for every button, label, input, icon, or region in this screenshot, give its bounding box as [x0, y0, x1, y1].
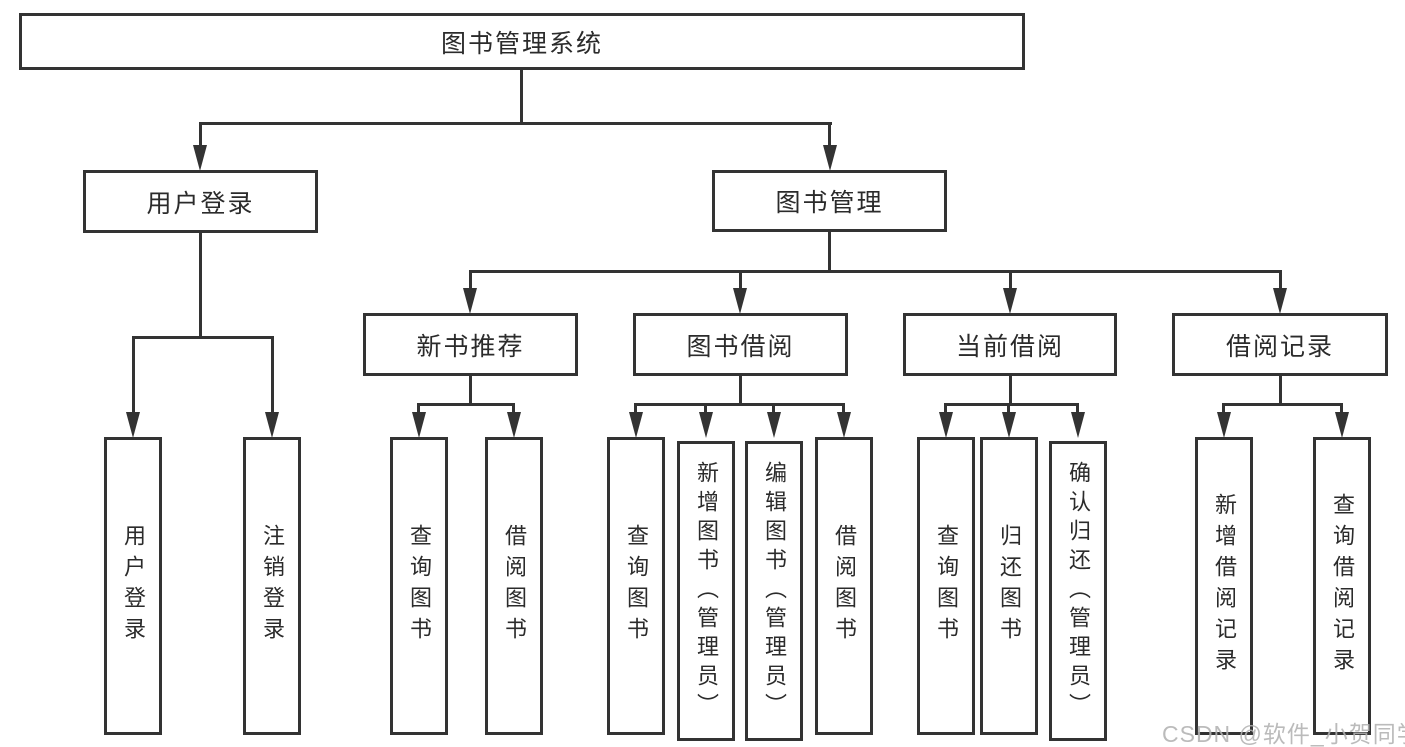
- arrow-down-icon: [733, 288, 747, 314]
- node-label: 当前借阅: [955, 332, 1064, 361]
- leaf-edit-book-admin: 编辑图书（管理员）: [745, 441, 803, 741]
- arrow-down-icon: [1071, 412, 1085, 438]
- node-label: 图书借阅: [686, 332, 795, 361]
- leaf-query-books: 查询图书: [390, 437, 448, 735]
- connector-drop-section: [1009, 270, 1012, 290]
- leaf-confirm-return-admin: 确认归还（管理员）: [1049, 441, 1107, 741]
- connector-section1-split: [418, 403, 515, 406]
- connector-drop-section: [739, 270, 742, 290]
- connector-user-login-split: [132, 336, 274, 339]
- arrow-down-icon: [939, 412, 953, 438]
- leaf-query-books: 查询图书: [917, 437, 975, 735]
- connector-drop-leaf: [944, 403, 947, 414]
- connector-drop-leaf: [1340, 403, 1343, 414]
- node-user-login: 用户登录: [83, 170, 318, 233]
- connector-section4-split: [1223, 403, 1343, 406]
- node-book-management: 图书管理: [712, 170, 947, 232]
- arrow-down-icon: [1003, 288, 1017, 314]
- connector-section3-split: [944, 403, 1079, 406]
- node-new-book-recommendation: 新书推荐: [363, 313, 578, 376]
- node-library-management-system: 图书管理系统: [19, 13, 1025, 70]
- node-label: 用户登录: [146, 189, 255, 218]
- arrow-down-icon: [265, 412, 279, 438]
- node-label: 图书管理系统: [440, 29, 603, 58]
- arrow-down-icon: [823, 145, 837, 171]
- connector-section4-trunk: [1279, 375, 1282, 405]
- connector-drop-leaf: [1076, 403, 1079, 414]
- node-label: 图书管理: [775, 189, 884, 217]
- leaf-borrow-books: 借阅图书: [815, 437, 873, 735]
- connector-drop-leaf: [512, 403, 515, 414]
- connector-section3-trunk: [1009, 375, 1012, 405]
- connector-drop-leaf: [772, 403, 775, 414]
- leaf-add-book-admin: 新增图书（管理员）: [677, 441, 735, 741]
- connector-section2-trunk: [739, 375, 742, 405]
- arrow-down-icon: [463, 288, 477, 314]
- arrow-down-icon: [1273, 288, 1287, 314]
- connector-drop-leaf: [704, 403, 707, 414]
- arrow-down-icon: [1217, 412, 1231, 438]
- leaf-user-login: 用户登录: [104, 437, 162, 735]
- connector-drop-section: [469, 270, 472, 290]
- arrow-down-icon: [193, 145, 207, 171]
- leaf-return-books: 归还图书: [980, 437, 1038, 735]
- node-label: 新书推荐: [416, 332, 525, 361]
- arrow-down-icon: [767, 412, 781, 438]
- connector-drop-leaf: [1007, 403, 1010, 414]
- node-book-borrowing: 图书借阅: [633, 313, 848, 376]
- connector-drop-leaf: [1222, 403, 1225, 414]
- leaf-query-books: 查询图书: [607, 437, 665, 735]
- leaf-add-borrow-record: 新增借阅记录: [1195, 437, 1253, 735]
- leaf-query-borrow-record: 查询借阅记录: [1313, 437, 1371, 735]
- arrow-down-icon: [507, 412, 521, 438]
- connector-drop-leaf: [634, 403, 637, 414]
- arrow-down-icon: [1335, 412, 1349, 438]
- connector-book-management-trunk: [828, 231, 831, 272]
- arrow-down-icon: [699, 412, 713, 438]
- connector-root-trunk: [520, 70, 523, 124]
- connector-drop-section: [1279, 270, 1282, 290]
- connector-sections-split: [469, 270, 1282, 273]
- connector-drop-leaf: [132, 336, 135, 414]
- connector-level2-split: [199, 122, 832, 125]
- node-current-borrowing: 当前借阅: [903, 313, 1117, 376]
- connector-section1-trunk: [469, 375, 472, 405]
- node-label: 借阅记录: [1225, 332, 1334, 361]
- node-borrowing-records: 借阅记录: [1172, 313, 1388, 376]
- connector-drop-leaf: [417, 403, 420, 414]
- connector-drop-user-login: [199, 122, 202, 147]
- connector-drop-leaf: [271, 336, 274, 414]
- leaf-logout: 注销登录: [243, 437, 301, 735]
- connector-drop-book-management: [828, 122, 831, 147]
- arrow-down-icon: [629, 412, 643, 438]
- connector-drop-leaf: [842, 403, 845, 414]
- watermark: CSDN @软件_小贺同学: [1162, 721, 1405, 747]
- arrow-down-icon: [412, 412, 426, 438]
- leaf-borrow-books: 借阅图书: [485, 437, 543, 735]
- connector-user-login-trunk: [199, 232, 202, 338]
- arrow-down-icon: [126, 412, 140, 438]
- arrow-down-icon: [837, 412, 851, 438]
- arrow-down-icon: [1002, 412, 1016, 438]
- connector-section2-split: [635, 403, 845, 406]
